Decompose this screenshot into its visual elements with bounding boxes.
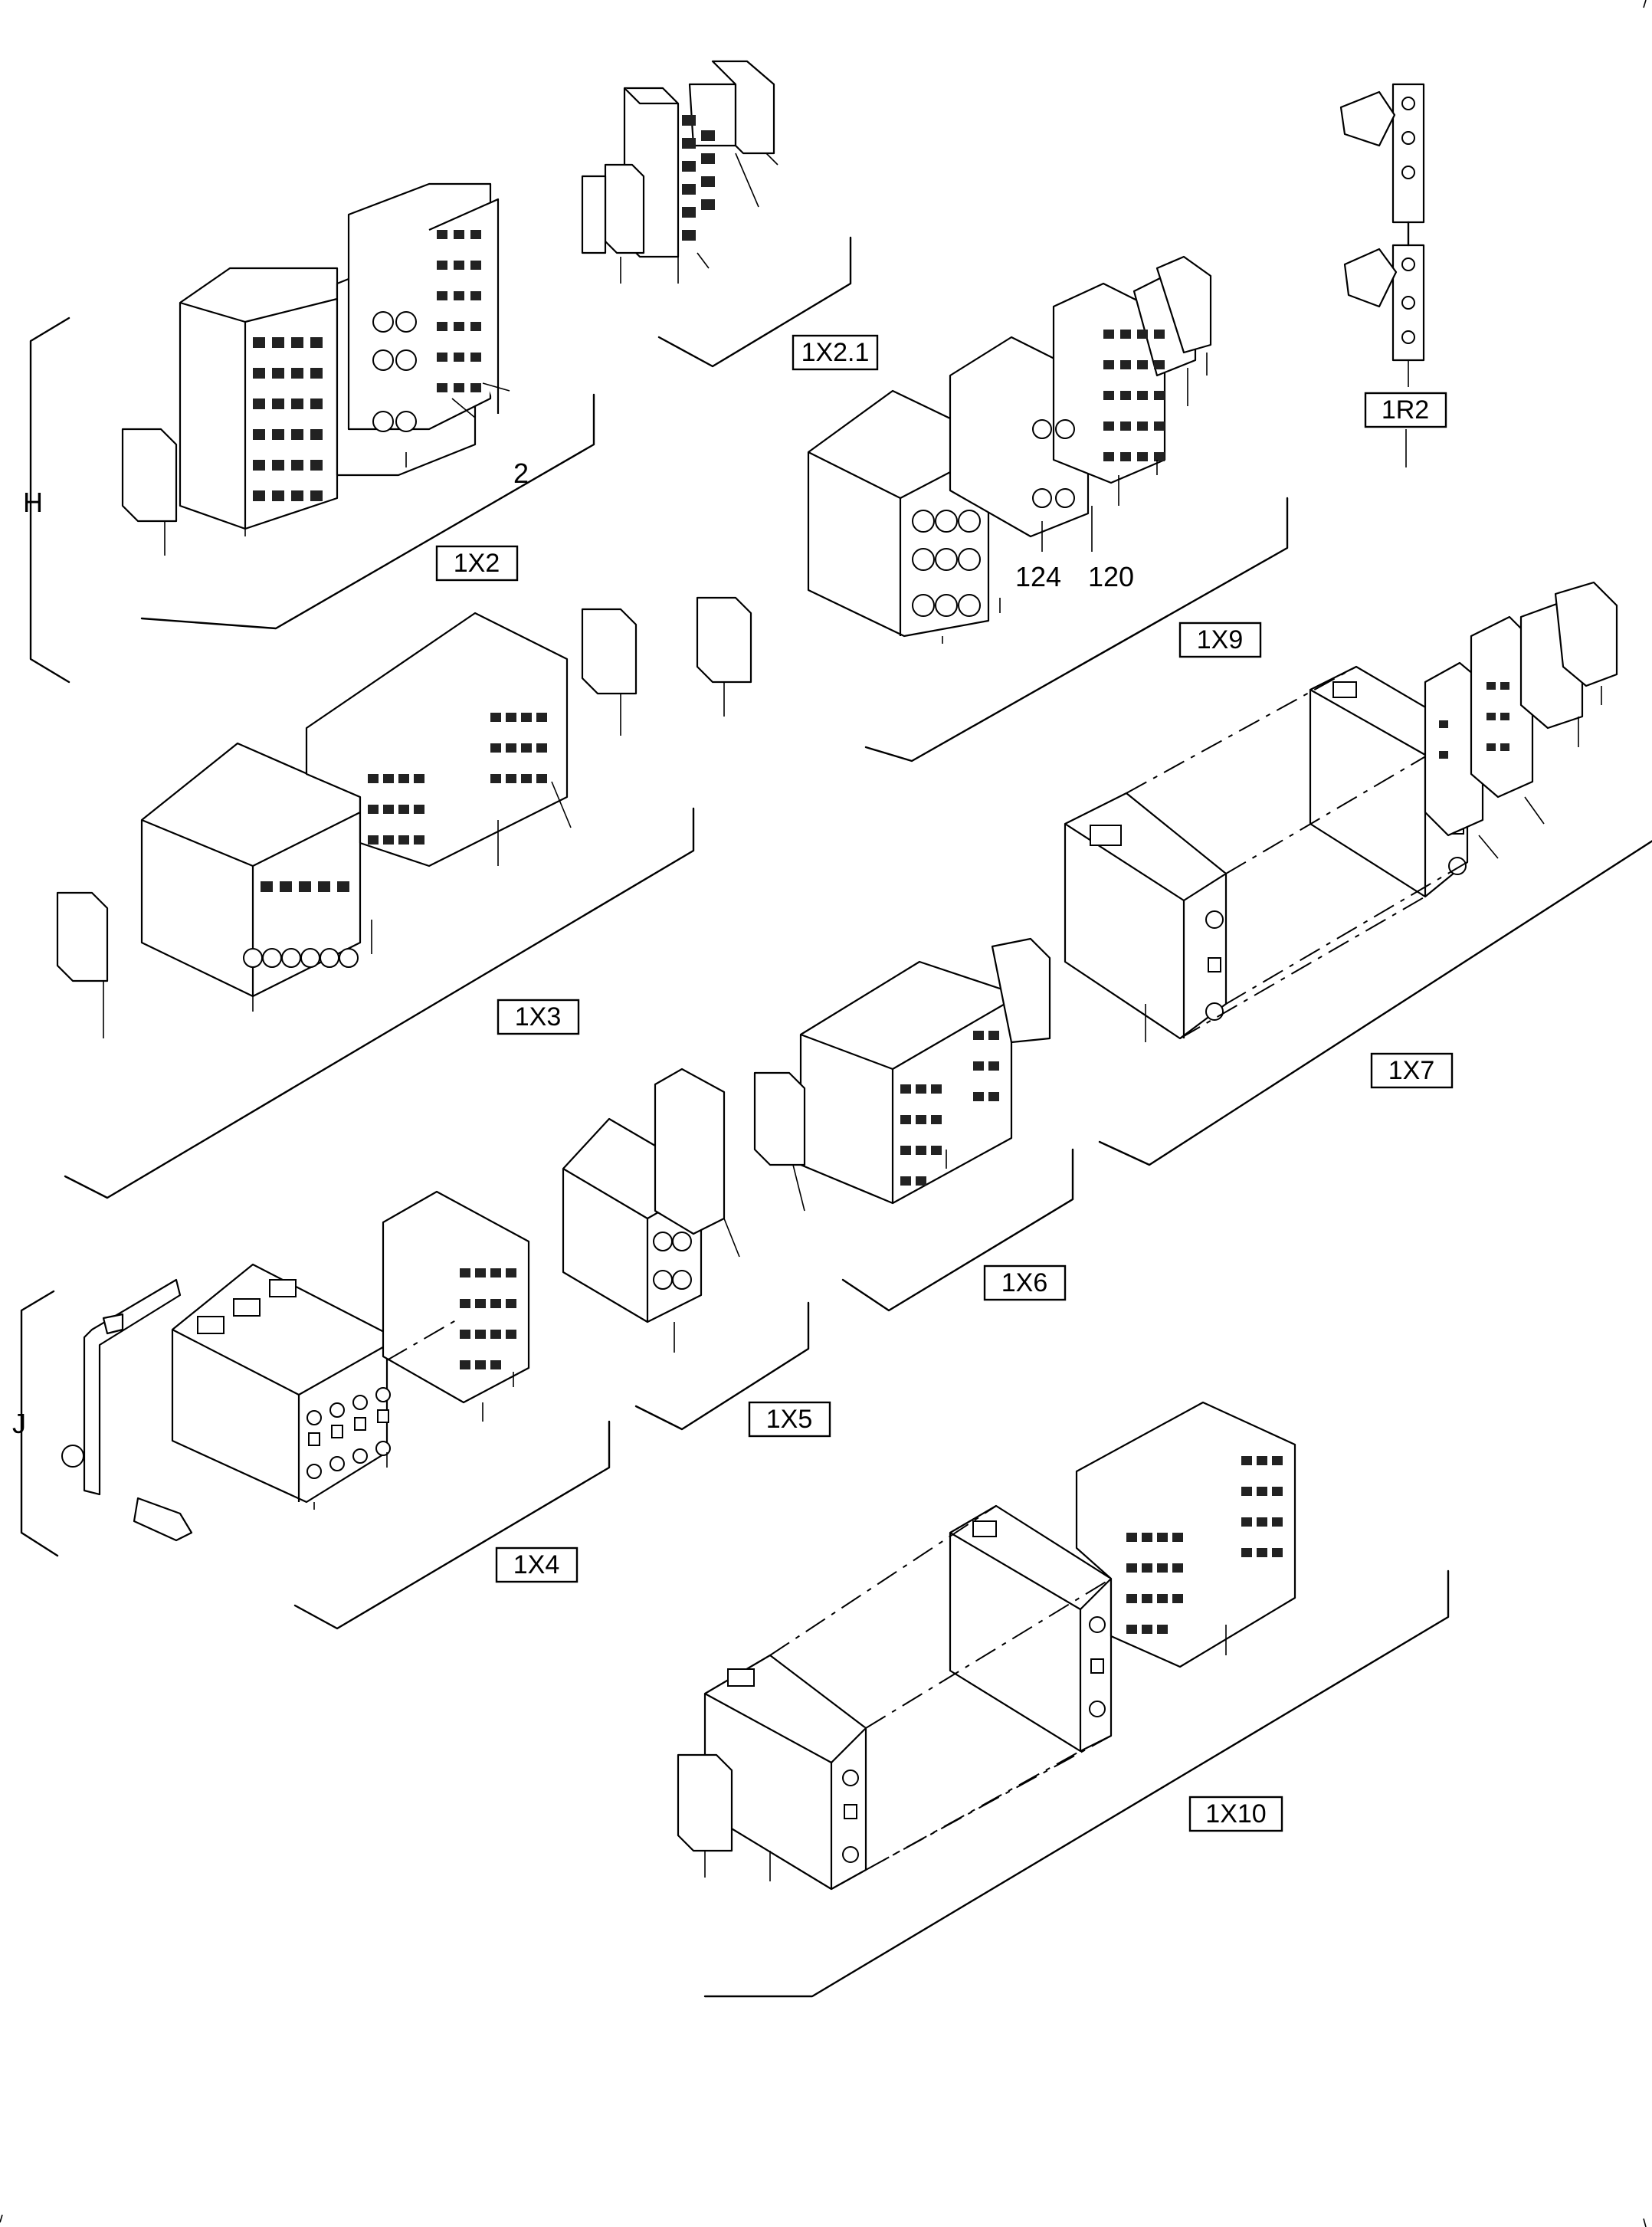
assembly-1x2: H 2 1X2: [23, 182, 595, 684]
tag-1x9: 1X9: [1197, 625, 1244, 654]
callout-120: 120: [1088, 561, 1134, 592]
assembly-1x9: 124 120 1X9: [807, 255, 1289, 763]
assembly-1x10: 1X10: [677, 1401, 1450, 1998]
tag-1x3: 1X3: [515, 1002, 562, 1032]
callout-2: 2: [513, 458, 529, 489]
assembly-1x5: 1X5: [562, 1068, 831, 1438]
assembly-1x7: 1X7: [1064, 581, 1652, 1166]
tag-1x2-1: 1X2.1: [801, 338, 870, 367]
group-letter-j: J: [12, 1408, 26, 1439]
assembly-1x4: J 1X4: [12, 1190, 611, 1630]
group-letter-h: H: [23, 487, 43, 518]
callout-124: 124: [1015, 561, 1061, 592]
tag-1x10: 1X10: [1205, 1799, 1266, 1829]
tag-1x4: 1X4: [513, 1550, 560, 1579]
assembly-1x2-1: 1X2.1: [581, 60, 879, 371]
assembly-1x6: 1X6: [753, 937, 1074, 1312]
tag-1x7: 1X7: [1388, 1056, 1435, 1085]
assembly-1x3: 1X3: [56, 596, 752, 1199]
tag-1r2: 1R2: [1382, 395, 1429, 425]
tag-1x2: 1X2: [454, 549, 500, 578]
assembly-1r2: 1R2: [1339, 83, 1447, 467]
tag-1x6: 1X6: [1001, 1268, 1048, 1297]
tag-1x5: 1X5: [766, 1405, 813, 1434]
